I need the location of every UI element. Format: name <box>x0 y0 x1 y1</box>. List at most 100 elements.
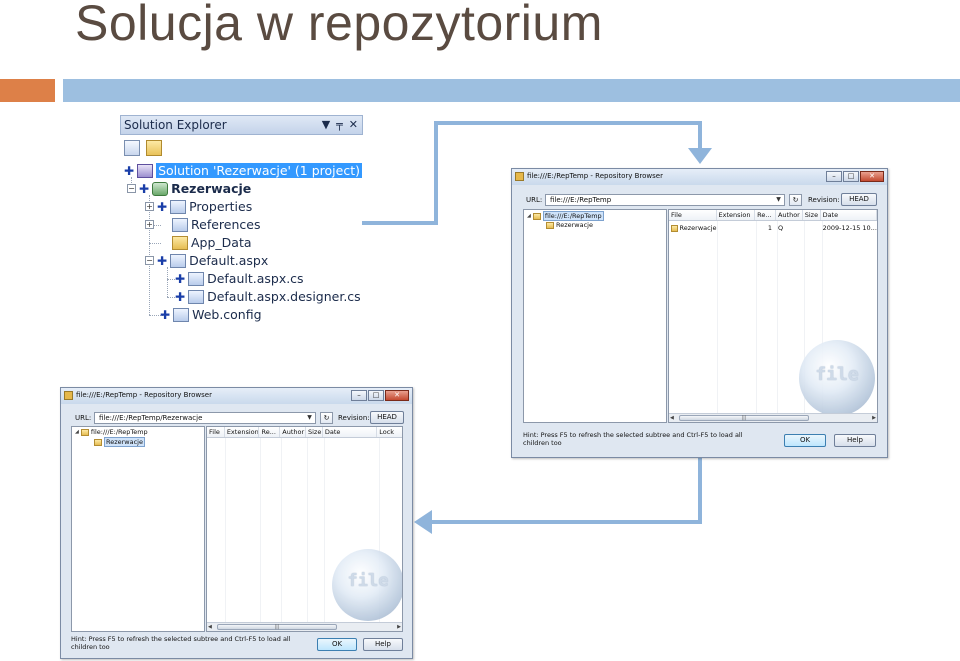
collapse-toggle-icon[interactable]: − <box>145 256 154 265</box>
scroll-thumb[interactable]: ||| <box>679 415 809 421</box>
arrow-segment <box>698 458 702 524</box>
tree-node-references[interactable]: + References <box>145 217 261 232</box>
column-header[interactable]: Re... <box>755 210 776 220</box>
repository-tree-pane[interactable]: ◢ file:///E:/RepTemp Rezerwacje <box>523 209 667 423</box>
ok-button[interactable]: OK <box>317 638 357 651</box>
close-button[interactable]: ✕ <box>385 390 409 401</box>
folder-icon <box>532 212 541 220</box>
tree-node-default-aspx-cs[interactable]: ✚ Default.aspx.cs <box>175 271 304 286</box>
accent-bar-orange <box>0 79 55 102</box>
minimize-button[interactable]: – <box>351 390 367 401</box>
column-header[interactable]: Author <box>282 427 306 437</box>
window-titlebar: file:///E:/RepTemp - Repository Browser … <box>512 169 887 185</box>
file-list-header: File Extension Re... Author Size Date Lo… <box>207 427 402 438</box>
tree-node-web-config[interactable]: ✚ Web.config <box>160 307 262 322</box>
show-all-files-icon[interactable] <box>146 140 162 156</box>
column-header[interactable]: Lock <box>379 428 395 436</box>
help-button[interactable]: Help <box>834 434 876 447</box>
hint-text: Hint: Press F5 to refresh the selected s… <box>523 431 743 447</box>
arrow-segment <box>362 221 438 225</box>
pending-add-icon: ✚ <box>157 199 168 214</box>
tree-node-properties[interactable]: + ✚ Properties <box>145 199 253 214</box>
column-header[interactable]: File <box>669 210 717 220</box>
solution-explorer-panel: Solution Explorer ▼ ╤ ✕ ✚ Solution 'Reze… <box>120 115 363 330</box>
tree-item-rezerwacje[interactable]: Rezerwacje <box>546 221 593 229</box>
arrow-left-icon <box>414 510 432 534</box>
refresh-icon[interactable]: ↻ <box>789 194 802 206</box>
expanded-arrow-icon[interactable]: ◢ <box>527 213 531 219</box>
column-header[interactable]: Date <box>821 210 877 220</box>
aspx-file-icon <box>170 253 187 268</box>
scroll-right-icon[interactable]: ▶ <box>872 415 876 421</box>
tree-item-root[interactable]: ◢ file:///E:/RepTemp <box>527 211 604 221</box>
folder-icon <box>671 224 678 232</box>
tree-node-solution[interactable]: ✚ Solution 'Rezerwacje' (1 project) <box>124 163 362 178</box>
scroll-thumb[interactable]: ||| <box>217 624 337 630</box>
column-header[interactable]: Extension <box>717 210 756 220</box>
column-header[interactable]: Size <box>803 210 821 220</box>
pending-add-icon: ✚ <box>124 163 135 178</box>
scroll-left-icon[interactable]: ◀ <box>208 624 212 630</box>
tree-node-default-aspx[interactable]: − ✚ Default.aspx <box>145 253 269 268</box>
chevron-down-icon[interactable]: ▼ <box>307 414 312 421</box>
tree-node-app-data[interactable]: App_Data <box>157 235 252 250</box>
file-list-header: File Extension Re... Author Size Date <box>669 210 877 221</box>
minimize-button[interactable]: – <box>826 171 842 182</box>
table-row[interactable]: Rezerwacje 1 Q 2009-12-15 10... <box>669 223 877 233</box>
head-button[interactable]: HEAD <box>841 193 877 206</box>
column-header[interactable]: Extension <box>226 427 260 437</box>
expanded-arrow-icon[interactable]: ◢ <box>75 429 79 435</box>
column-header[interactable]: Date <box>323 427 378 437</box>
collapse-toggle-icon[interactable]: − <box>127 184 136 193</box>
pending-add-icon: ✚ <box>175 289 186 304</box>
properties-tool-icon[interactable] <box>124 140 140 156</box>
maximize-button[interactable]: □ <box>368 390 384 401</box>
scroll-left-icon[interactable]: ◀ <box>670 415 674 421</box>
expand-toggle-icon[interactable]: + <box>145 220 154 229</box>
column-header[interactable]: Author <box>776 210 803 220</box>
dropdown-icon[interactable]: ▼ <box>321 118 331 131</box>
window-titlebar: file:///E:/RepTemp - Repository Browser … <box>61 388 412 404</box>
close-icon[interactable]: ✕ <box>348 118 358 131</box>
repository-browser-window-1: file:///E:/RepTemp - Repository Browser … <box>511 168 888 458</box>
references-icon <box>172 217 188 232</box>
url-input[interactable]: file:///E:/RepTemp ▼ <box>545 194 785 206</box>
folder-icon <box>94 438 102 446</box>
expand-toggle-icon[interactable]: + <box>145 202 154 211</box>
column-header[interactable]: Size <box>308 427 323 437</box>
solution-explorer-title: Solution Explorer <box>124 118 227 132</box>
repository-browser-window-2: file:///E:/RepTemp - Repository Browser … <box>60 387 413 659</box>
scroll-right-icon[interactable]: ▶ <box>397 624 401 630</box>
folder-icon <box>80 428 89 436</box>
file-list-pane[interactable]: File Extension Re... Author Size Date Lo… <box>206 426 403 632</box>
maximize-button[interactable]: □ <box>843 171 859 182</box>
solution-icon <box>137 163 154 178</box>
column-header[interactable]: Re... <box>259 427 281 437</box>
window-title: file:///E:/RepTemp - Repository Browser <box>527 172 663 180</box>
tree-item-rezerwacje[interactable]: Rezerwacje <box>94 437 145 447</box>
ok-button[interactable]: OK <box>784 434 826 447</box>
url-input[interactable]: file:///E:/RepTemp/Rezerwacje ▼ <box>94 412 316 424</box>
repository-tree-pane[interactable]: ◢ file:///E:/RepTemp Rezerwacje <box>71 426 205 632</box>
tree-node-default-aspx-designer-cs[interactable]: ✚ Default.aspx.designer.cs <box>175 289 361 304</box>
pending-add-icon: ✚ <box>175 271 186 286</box>
column-header[interactable]: File <box>207 427 225 437</box>
refresh-icon[interactable]: ↻ <box>320 412 333 424</box>
slide-title: Solucja w repozytorium <box>75 0 603 51</box>
file-list-pane[interactable]: File Extension Re... Author Size Date Re… <box>668 209 878 423</box>
pending-add-icon: ✚ <box>139 181 150 196</box>
chevron-down-icon[interactable]: ▼ <box>776 196 781 203</box>
tree-item-root[interactable]: ◢ file:///E:/RepTemp <box>75 428 148 436</box>
config-file-icon <box>173 307 190 322</box>
cs-file-icon <box>188 289 205 304</box>
horizontal-scrollbar[interactable]: ◀ ||| ▶ <box>669 413 877 422</box>
arrow-segment <box>430 520 702 524</box>
head-button[interactable]: HEAD <box>370 411 404 424</box>
help-button[interactable]: Help <box>363 638 403 651</box>
tree-node-project[interactable]: − ✚ Rezerwacje <box>127 181 252 196</box>
close-button[interactable]: ✕ <box>860 171 884 182</box>
horizontal-scrollbar[interactable]: ◀ ||| ▶ <box>207 622 402 631</box>
cs-file-icon <box>188 271 205 286</box>
pin-icon[interactable]: ╤ <box>336 118 343 131</box>
folder-icon <box>546 221 554 229</box>
